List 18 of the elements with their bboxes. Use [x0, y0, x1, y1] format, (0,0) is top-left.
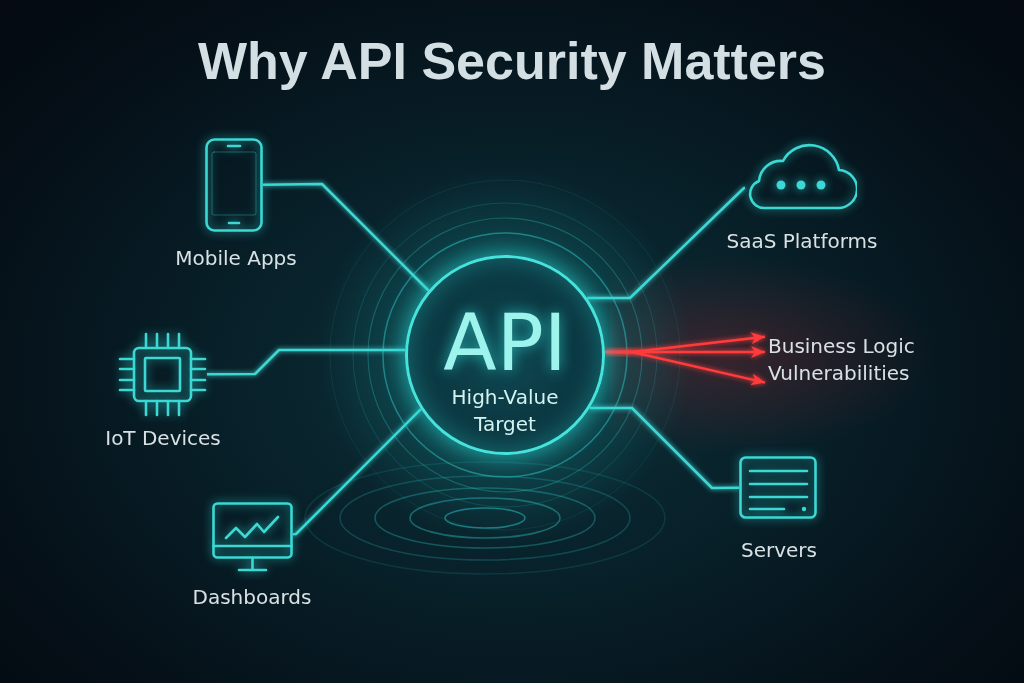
connector-line	[589, 406, 739, 490]
connector-line	[587, 186, 746, 300]
node-caption: IoT Devices	[105, 426, 221, 450]
node-caption: Dashboards	[192, 585, 312, 609]
microchip-icon	[118, 332, 207, 417]
callout-text: Business Logic Vulnerabilities	[768, 333, 924, 387]
node-caption: Mobile Apps	[175, 246, 297, 270]
server-icon	[739, 456, 817, 519]
hub-subtitle: High-Value Target	[450, 384, 560, 438]
arrow	[605, 350, 766, 386]
node-caption: Servers	[741, 538, 817, 562]
diagram-title: Why API Security Matters	[198, 31, 826, 92]
connector-line	[207, 348, 406, 376]
hub-heading: API	[443, 304, 567, 382]
smartphone-icon	[205, 138, 263, 232]
node-caption: SaaS Platforms	[726, 229, 878, 253]
connector-line	[263, 182, 430, 292]
chart-monitor-icon	[212, 502, 293, 573]
